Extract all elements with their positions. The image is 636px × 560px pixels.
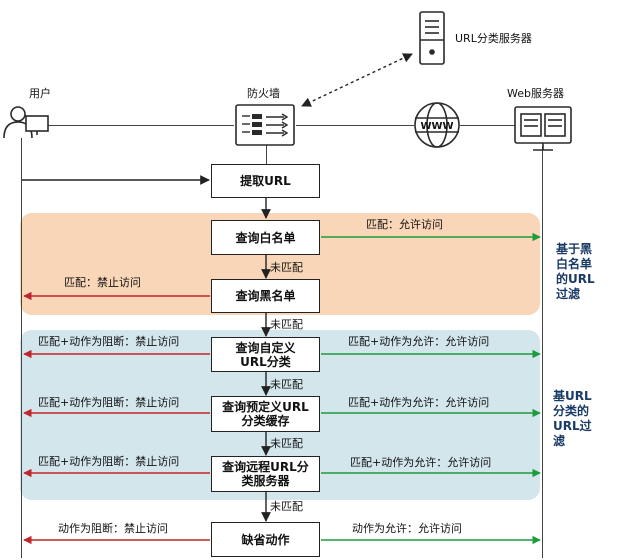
step-query-blacklist: 查询黑名单 [211, 279, 320, 313]
web-server-lifeline [542, 146, 543, 558]
blacklist-deny-label: 匹配：禁止访问 [64, 276, 141, 289]
predefined-allow-label: 匹配+动作为允许：允许访问 [348, 396, 490, 409]
step-extract-url: 提取URL [211, 164, 320, 198]
server-icon [419, 11, 445, 65]
deny-arrows [23, 291, 210, 545]
remote-deny-label: 匹配+动作为阻断：禁止访问 [38, 455, 180, 468]
step-query-custom-category: 查询自定义URL分类 [211, 337, 320, 372]
custom-allow-label: 匹配+动作为允许：允许访问 [348, 335, 490, 348]
no-match-label: 未匹配 [270, 500, 303, 513]
default-allow-label: 动作为允许：允许访问 [352, 522, 462, 535]
web-server-icon [514, 106, 572, 151]
default-deny-label: 动作为阻断：禁止访问 [58, 522, 168, 535]
svg-text:WWW: WWW [420, 121, 453, 132]
custom-deny-label: 匹配+动作为阻断：禁止访问 [38, 335, 180, 348]
step-query-whitelist: 查询白名单 [211, 220, 320, 255]
no-match-label: 未匹配 [270, 437, 303, 450]
user-label: 用户 [29, 87, 51, 100]
internet-web-link [460, 125, 515, 126]
user-firewall-link [48, 125, 234, 126]
globe-icon: WWW [414, 102, 460, 148]
web-server-label: Web服务器 [507, 87, 564, 100]
firewall-lifeline [266, 143, 267, 165]
predefined-deny-label: 匹配+动作为阻断：禁止访问 [38, 396, 180, 409]
person-icon [3, 106, 49, 139]
firewall-icon [235, 104, 295, 146]
blacklist-whitelist-region-label: 基于黑白名单的URL过滤 [556, 242, 595, 301]
no-match-label: 未匹配 [270, 318, 303, 331]
firewall-label: 防火墙 [247, 87, 280, 100]
firewall-url-server-link [301, 53, 413, 107]
no-match-label: 未匹配 [270, 261, 303, 274]
category-region-label: 基URL分类的URL过滤 [553, 389, 592, 448]
whitelist-allow-label: 匹配：允许访问 [366, 218, 443, 231]
no-match-label: 未匹配 [270, 378, 303, 391]
step-query-remote-server: 查询远程URL分类服务器 [211, 456, 320, 492]
allow-arrows [321, 232, 541, 545]
firewall-internet-link [296, 125, 414, 126]
remote-allow-label: 匹配+动作为允许：允许访问 [350, 456, 492, 469]
step-query-predefined-cache: 查询预定义URL分类缓存 [211, 396, 320, 432]
step-default-action: 缺省动作 [211, 522, 320, 557]
user-lifeline [21, 138, 22, 558]
url-server-label: URL分类服务器 [455, 32, 532, 45]
